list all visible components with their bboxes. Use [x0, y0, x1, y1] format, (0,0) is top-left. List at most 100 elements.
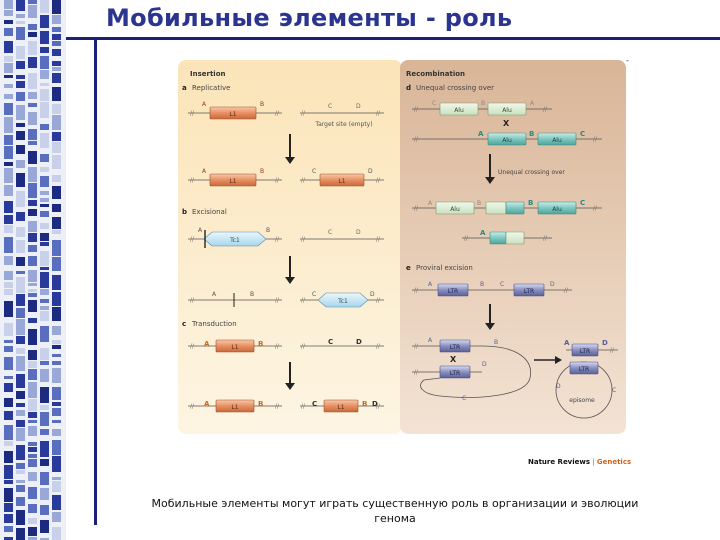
strip-bar: [28, 57, 37, 68]
svg-text://: //: [301, 343, 306, 350]
strip-bar: [40, 251, 49, 266]
cross-x: X: [450, 355, 457, 364]
svg-text://: //: [414, 343, 419, 350]
flank-a: A: [428, 337, 433, 344]
mobile-elements-diagram: Insertion Recombination a Replicative //…: [178, 60, 626, 434]
arrow-e2: [534, 356, 562, 364]
strip-bar: [28, 369, 37, 380]
strip-bar: [16, 528, 25, 540]
strip-bar: [16, 319, 25, 335]
svg-text://: //: [593, 205, 598, 212]
strip-bar: [52, 257, 61, 271]
strip-bar: [40, 538, 49, 540]
strip-bar: [16, 485, 25, 492]
strip-bar: [28, 350, 37, 360]
strip-bar: [52, 41, 61, 46]
flank-b: B: [481, 100, 485, 107]
corner-mark: -: [626, 56, 629, 65]
panel-c-label: Transduction: [191, 320, 237, 328]
svg-text://: //: [414, 369, 419, 376]
target-site-empty: // // C D Target site (empty): [300, 103, 384, 128]
strip-bar: [4, 135, 13, 145]
strip-bar: [16, 336, 25, 344]
strip-bar: [4, 41, 13, 53]
strip-bar: [52, 361, 61, 365]
strip-bar: [40, 70, 49, 79]
flank-d: D: [370, 291, 375, 298]
strip-bar: [4, 376, 13, 379]
strip-bar: [16, 510, 25, 525]
arrow-b: [285, 256, 295, 284]
strip-bar: [16, 27, 25, 40]
svg-text://: //: [543, 235, 548, 242]
strip-bar: [52, 49, 61, 56]
strip-bar: [16, 227, 25, 237]
strip-bar: [52, 104, 61, 114]
ltr-label: LTR: [448, 288, 458, 295]
svg-text://: //: [301, 110, 306, 117]
strip-bar: [52, 340, 61, 344]
strip-bar: [52, 155, 61, 169]
strip-bar: [40, 326, 49, 342]
panel-c-letter: c: [182, 320, 186, 328]
panel-d-label: Unequal crossing over: [416, 84, 494, 92]
flank-a: A: [198, 227, 203, 234]
svg-text://: //: [376, 343, 381, 350]
l1-label: L1: [338, 178, 345, 185]
strip-bar: [40, 56, 49, 69]
strip-bar: [4, 84, 13, 88]
strip-bar: [52, 142, 61, 153]
page-title: Мобильные элементы - роль: [106, 4, 513, 32]
strip-bar: [40, 31, 49, 44]
strip-bar: [4, 117, 13, 133]
tc1-label: Tc1: [337, 298, 348, 305]
strip-bar: [28, 112, 37, 125]
strip-bar: [4, 398, 13, 407]
strip-bar: [40, 405, 49, 410]
flank-a: A: [204, 400, 210, 408]
svg-text://: //: [376, 297, 381, 304]
strip-bar: [40, 0, 49, 13]
strip-bar: [28, 151, 37, 164]
svg-text://: //: [564, 287, 569, 294]
credit-journal: Genetics: [596, 458, 632, 466]
strip-bar: [52, 275, 61, 290]
strip-bar: [52, 408, 61, 416]
strip-bar: [40, 124, 49, 130]
flank-d: D: [372, 400, 378, 408]
strip-bar: [40, 505, 49, 515]
strip-bar: [4, 346, 13, 352]
tc1-label: Tc1: [229, 237, 240, 244]
svg-text://: //: [543, 106, 548, 113]
strip-bar: [16, 391, 25, 399]
strip-bar: [16, 75, 25, 79]
strip-bar: [16, 21, 25, 24]
strip-bar: [4, 503, 13, 512]
svg-text://: //: [275, 403, 280, 410]
strip-bar: [4, 282, 13, 288]
strip-bar: [4, 271, 13, 280]
strip-bar: [16, 212, 25, 221]
strip-bar: [4, 256, 13, 265]
strip-bar: [4, 514, 13, 523]
flank-d: D: [356, 338, 362, 346]
strip-bar: [28, 318, 37, 323]
cross-x: X: [503, 119, 510, 128]
flank-c: C: [328, 338, 333, 346]
strip-bar: [4, 441, 13, 446]
strip-bar: [16, 240, 25, 253]
figure-caption: Мобильные элементы могут играть существе…: [151, 497, 639, 525]
strip-bar: [40, 369, 49, 382]
proviral-after: // LTR A D LTR episome D C: [555, 339, 618, 419]
ltr-label: LTR: [524, 288, 534, 295]
flank-c: C: [312, 400, 317, 408]
strip-bar: [40, 311, 49, 321]
strip-bar: [4, 537, 13, 540]
flank-c: C: [580, 199, 585, 207]
strip-bar: [40, 387, 49, 403]
svg-text://: //: [301, 236, 306, 243]
strip-bar: [4, 425, 13, 440]
strip-bar: [28, 141, 37, 145]
svg-text://: //: [376, 177, 381, 184]
strip-bar: [28, 293, 37, 297]
